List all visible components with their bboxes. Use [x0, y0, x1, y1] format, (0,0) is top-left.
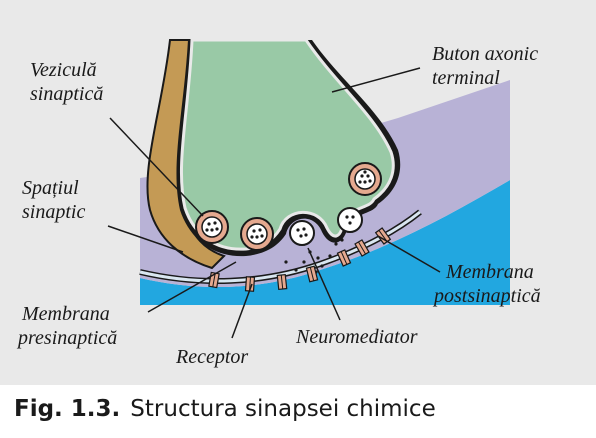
fusing-vesicle	[290, 221, 314, 245]
label-receptor: Receptor	[175, 346, 248, 368]
receptor-icon	[277, 275, 286, 290]
label-neuromediator: Neuromediator	[295, 326, 418, 348]
caption-number: Fig. 1.3.	[14, 396, 120, 422]
fusing-vesicle	[338, 208, 362, 232]
synaptic-vesicle	[196, 211, 228, 243]
caption-text: Structura sinapsei chimice	[130, 396, 435, 422]
synaptic-vesicle	[349, 163, 381, 195]
figure-caption: Fig. 1.3. Structura sinapsei chimice	[14, 396, 436, 422]
synaptic-vesicle	[241, 218, 273, 250]
